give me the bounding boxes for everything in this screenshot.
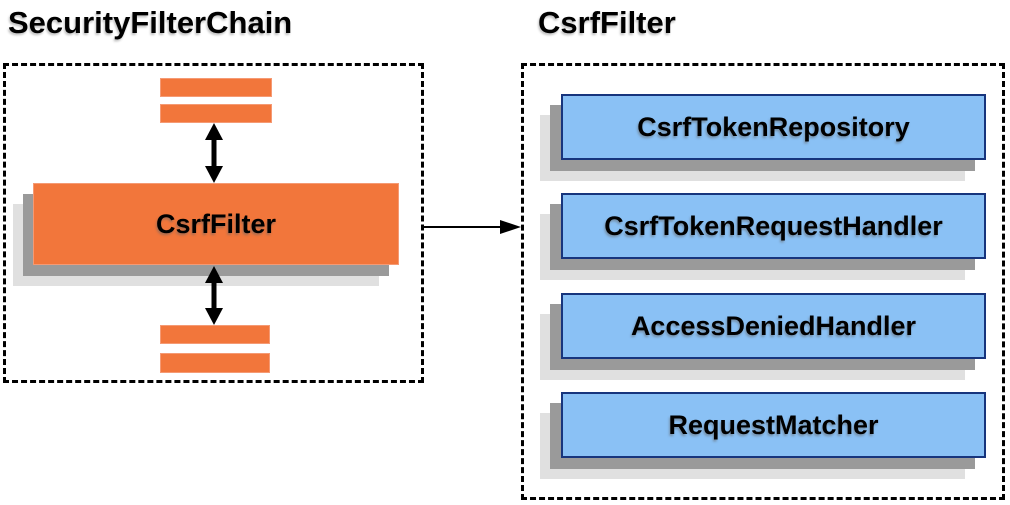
csrf-filter-box: CsrfFilter — [33, 183, 399, 265]
filter-placeholder-bar — [160, 353, 270, 373]
flow-arrow-icon — [424, 220, 521, 234]
component-box-csrf-token-request-handler: CsrfTokenRequestHandler — [561, 193, 986, 259]
component-label: CsrfTokenRequestHandler — [604, 210, 943, 241]
security-filter-chain-frame — [3, 63, 424, 383]
component-box-access-denied-handler: AccessDeniedHandler — [561, 293, 986, 359]
component-box-request-matcher: RequestMatcher — [561, 392, 986, 458]
bidirectional-arrow-icon — [205, 266, 223, 325]
bidirectional-arrow-icon — [205, 123, 223, 183]
csrf-filter-title: CsrfFilter — [538, 5, 676, 40]
filter-placeholder-bar — [160, 325, 270, 344]
filter-placeholder-bar — [160, 78, 272, 97]
component-box-csrf-token-repository: CsrfTokenRepository — [561, 94, 986, 160]
csrf-filter-frame — [521, 63, 1005, 500]
filter-placeholder-bar — [160, 104, 272, 123]
csrf-filter-box-label: CsrfFilter — [155, 208, 277, 239]
component-label: AccessDeniedHandler — [630, 310, 917, 341]
security-filter-chain-title: SecurityFilterChain — [8, 5, 293, 40]
component-label: CsrfTokenRepository — [637, 111, 910, 142]
component-label: RequestMatcher — [668, 409, 879, 440]
